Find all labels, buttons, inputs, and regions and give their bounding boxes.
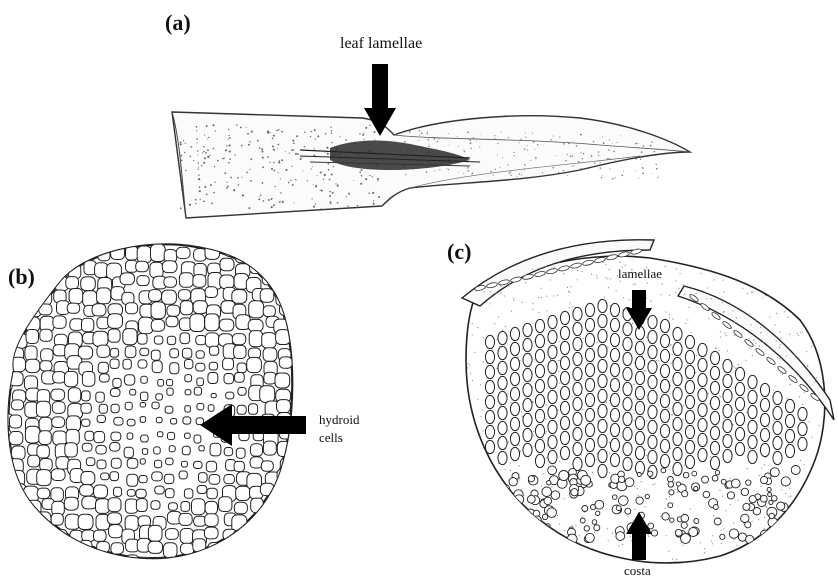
hydroid-label-line1: hydroid	[319, 412, 360, 427]
lamellae-label: lamellae	[618, 266, 662, 281]
leaf-lamellae-cross-section	[462, 240, 834, 565]
panel-b-label: (b)	[8, 264, 35, 289]
stem-cross-section	[0, 230, 308, 574]
leaf-drawing	[172, 112, 690, 218]
stem-cell-network	[0, 230, 308, 574]
costa-label: costa	[624, 563, 651, 578]
leaf-lamellae-label: leaf lamellae	[340, 35, 422, 52]
panel-a-label: (a)	[165, 10, 191, 35]
hydroid-label-line2: cells	[319, 430, 343, 445]
panel-c-label: (c)	[447, 239, 471, 264]
